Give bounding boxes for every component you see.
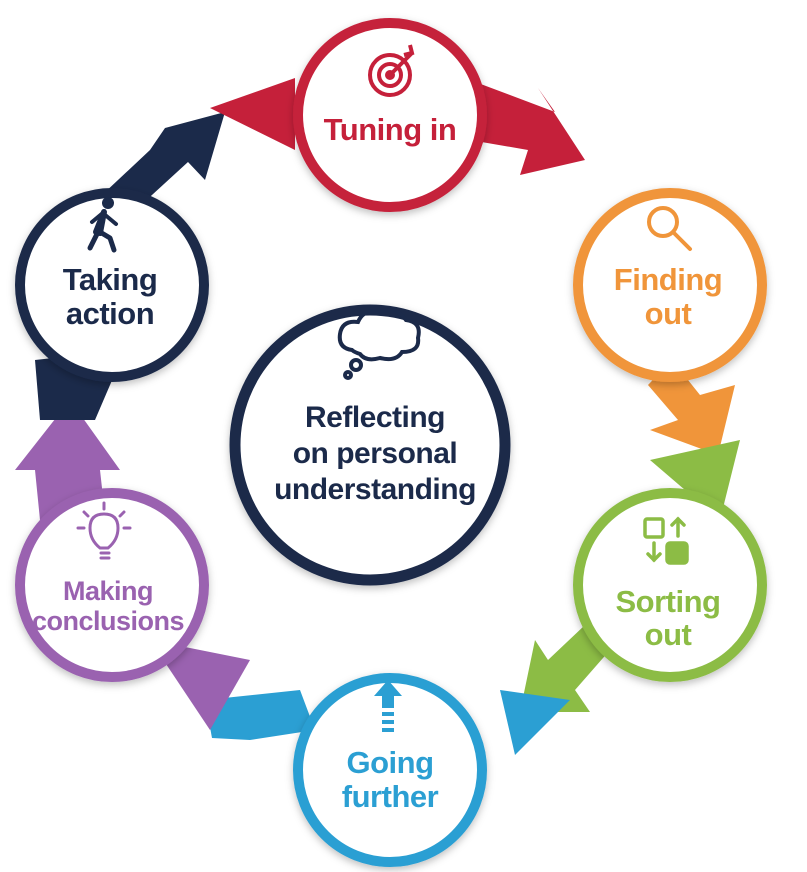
stage-making-conclusions: Making conclusions <box>15 488 209 682</box>
center-label-line1: Reflecting <box>305 401 445 434</box>
stage-label-making-conclusions-line2: conclusions <box>32 606 184 636</box>
arrow-going-further-to-making-conclusions <box>205 690 315 740</box>
sorting-icon <box>643 516 689 565</box>
lightbulb-icon <box>76 501 132 560</box>
stage-tuning-in: Tuning in <box>293 18 487 212</box>
stage-finding-out: Finding out <box>573 188 767 382</box>
stage-label-taking-action-line1: Taking <box>63 262 158 297</box>
arrow-going-further-right-tail <box>500 690 570 755</box>
thought-cloud-icon <box>337 308 421 380</box>
stage-label-taking-action-line2: action <box>66 296 154 331</box>
stage-label-going-further-line2: further <box>342 779 439 814</box>
arrow-tuning-in-to-finding-out <box>210 78 295 150</box>
arrow-sorting-out-to-going-further <box>520 625 610 712</box>
arrow-sorting-out-top-tail <box>650 440 740 520</box>
arrow-tuning-in-right-tail <box>470 80 585 175</box>
walking-person-icon <box>87 197 118 253</box>
magnifier-icon <box>647 206 692 251</box>
stage-sorting-out: Sorting out <box>573 488 767 682</box>
stage-label-going-further-line1: Going <box>346 745 433 780</box>
target-icon <box>368 44 415 97</box>
stage-taking-action: Taking action <box>15 188 209 382</box>
stage-label-sorting-out-line2: out <box>645 617 692 652</box>
stage-label-sorting-out-line1: Sorting <box>616 584 721 619</box>
center-node: Reflecting on personal understanding <box>229 304 511 586</box>
stage-label-finding-out-line2: out <box>645 296 692 331</box>
arrow-finding-out-to-sorting-out <box>648 360 735 455</box>
stage-label-making-conclusions-line1: Making <box>63 576 153 606</box>
arrow-making-conclusions-bottom-tail <box>150 640 250 730</box>
up-arrow-icon <box>374 680 402 732</box>
center-label-line3: understanding <box>274 473 476 506</box>
center-label-line2: on personal <box>293 437 458 470</box>
stage-label-finding-out-line1: Finding <box>614 262 722 297</box>
stage-label-tuning-in: Tuning in <box>324 112 457 147</box>
stage-going-further: Going further <box>293 673 487 867</box>
